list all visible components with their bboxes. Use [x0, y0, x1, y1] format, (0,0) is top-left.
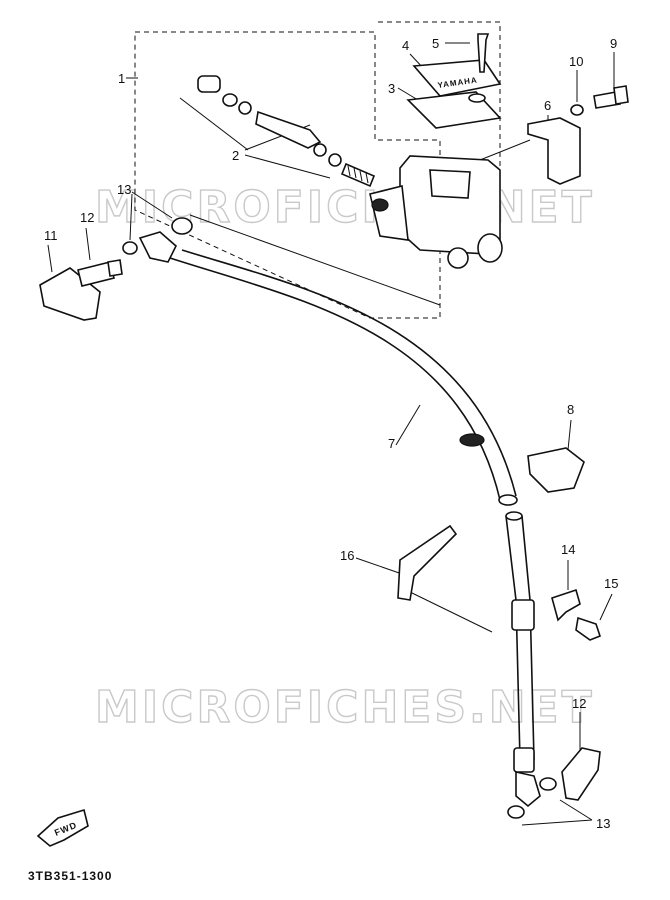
callout-10: 10: [569, 54, 583, 69]
callout-4: 4: [402, 38, 409, 53]
brake-hose-upper: [169, 249, 517, 501]
reservoir-boundary: [378, 21, 501, 210]
callout-13-top: 13: [117, 182, 131, 197]
callout-14: 14: [561, 542, 575, 557]
bracket-16: [397, 524, 458, 601]
callout-12-top: 12: [80, 210, 94, 225]
holder-parts: [527, 85, 629, 185]
callout-5: 5: [432, 36, 439, 51]
forward-arrow: FWD: [36, 808, 89, 847]
watermark-top: MICROFICHES.NET: [95, 182, 595, 233]
drawing-code: 3TB351-1300: [28, 869, 112, 883]
callout-16: 16: [340, 548, 354, 563]
callout-13-bottom: 13: [596, 816, 610, 831]
bolt-15: [575, 616, 601, 641]
watermark-bottom: MICROFICHES.NET: [95, 682, 595, 733]
piston-kit: [197, 75, 376, 188]
kit-boundary-1: [134, 31, 441, 319]
hose-clamp: [527, 447, 585, 493]
callout-7: 7: [388, 436, 395, 451]
union-parts-top: [39, 217, 193, 321]
callout-12-bottom: 12: [572, 696, 586, 711]
reservoir-cap: YAMAHA: [406, 33, 502, 129]
callout-15: 15: [604, 576, 618, 591]
hose-guide-14: [551, 588, 581, 622]
callout-8: 8: [567, 402, 574, 417]
leader-lines: [47, 42, 615, 826]
union-parts-bottom: [507, 747, 601, 819]
callout-6: 6: [544, 98, 551, 113]
callout-11: 11: [44, 228, 58, 243]
callout-3: 3: [388, 81, 395, 96]
callout-2: 2: [232, 148, 239, 163]
callout-1: 1: [118, 71, 125, 86]
master-cylinder-body: [369, 155, 503, 269]
callout-9: 9: [610, 36, 617, 51]
